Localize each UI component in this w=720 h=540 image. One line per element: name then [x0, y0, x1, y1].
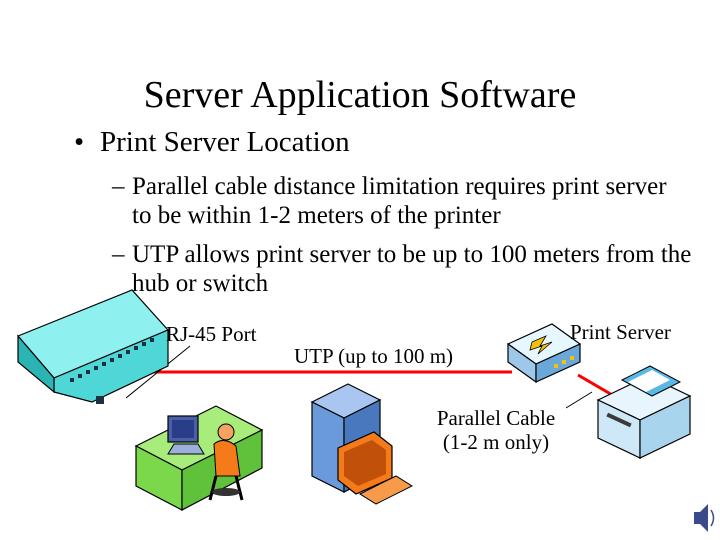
subbullet-parallel-cable: – Parallel cable distance limitation req… — [112, 172, 692, 230]
parallel-cable-label-line1: Parallel Cable — [436, 406, 556, 430]
speaker-icon — [694, 504, 715, 532]
bullet-dot: • — [74, 126, 85, 158]
parallel-cable-label: Parallel Cable (1-2 m only) — [422, 406, 570, 454]
bullet-text: Print Server Location — [100, 126, 350, 158]
print-server-label: Print Server — [570, 320, 671, 344]
hub-switch-icon — [17, 289, 170, 404]
slide-title: Server Application Software — [143, 74, 577, 116]
workstation-desk-icon — [134, 405, 264, 511]
parallel-cable-label-line2: (1-2 m only) — [442, 430, 550, 454]
parallel-cable — [577, 373, 615, 398]
subbullet-text: Parallel cable distance limitation requi… — [132, 173, 667, 229]
parallel-leader-line — [565, 391, 593, 409]
rj45-port-label: RJ-45 Port — [166, 322, 257, 346]
dash-marker: – — [112, 241, 125, 268]
rj45-leader-line — [125, 345, 191, 399]
utp-label: UTP (up to 100 m) — [294, 344, 454, 368]
dash-marker: – — [112, 173, 125, 200]
bullet-print-server-location: • Print Server Location — [74, 124, 350, 160]
subbullet-text: UTP allows print server to be up to 100 … — [132, 241, 692, 297]
subbullet-utp: – UTP allows print server to be up to 10… — [112, 240, 692, 298]
printer-icon — [596, 365, 692, 459]
print-server-icon — [506, 323, 582, 384]
server-monitor-icon — [337, 431, 414, 505]
